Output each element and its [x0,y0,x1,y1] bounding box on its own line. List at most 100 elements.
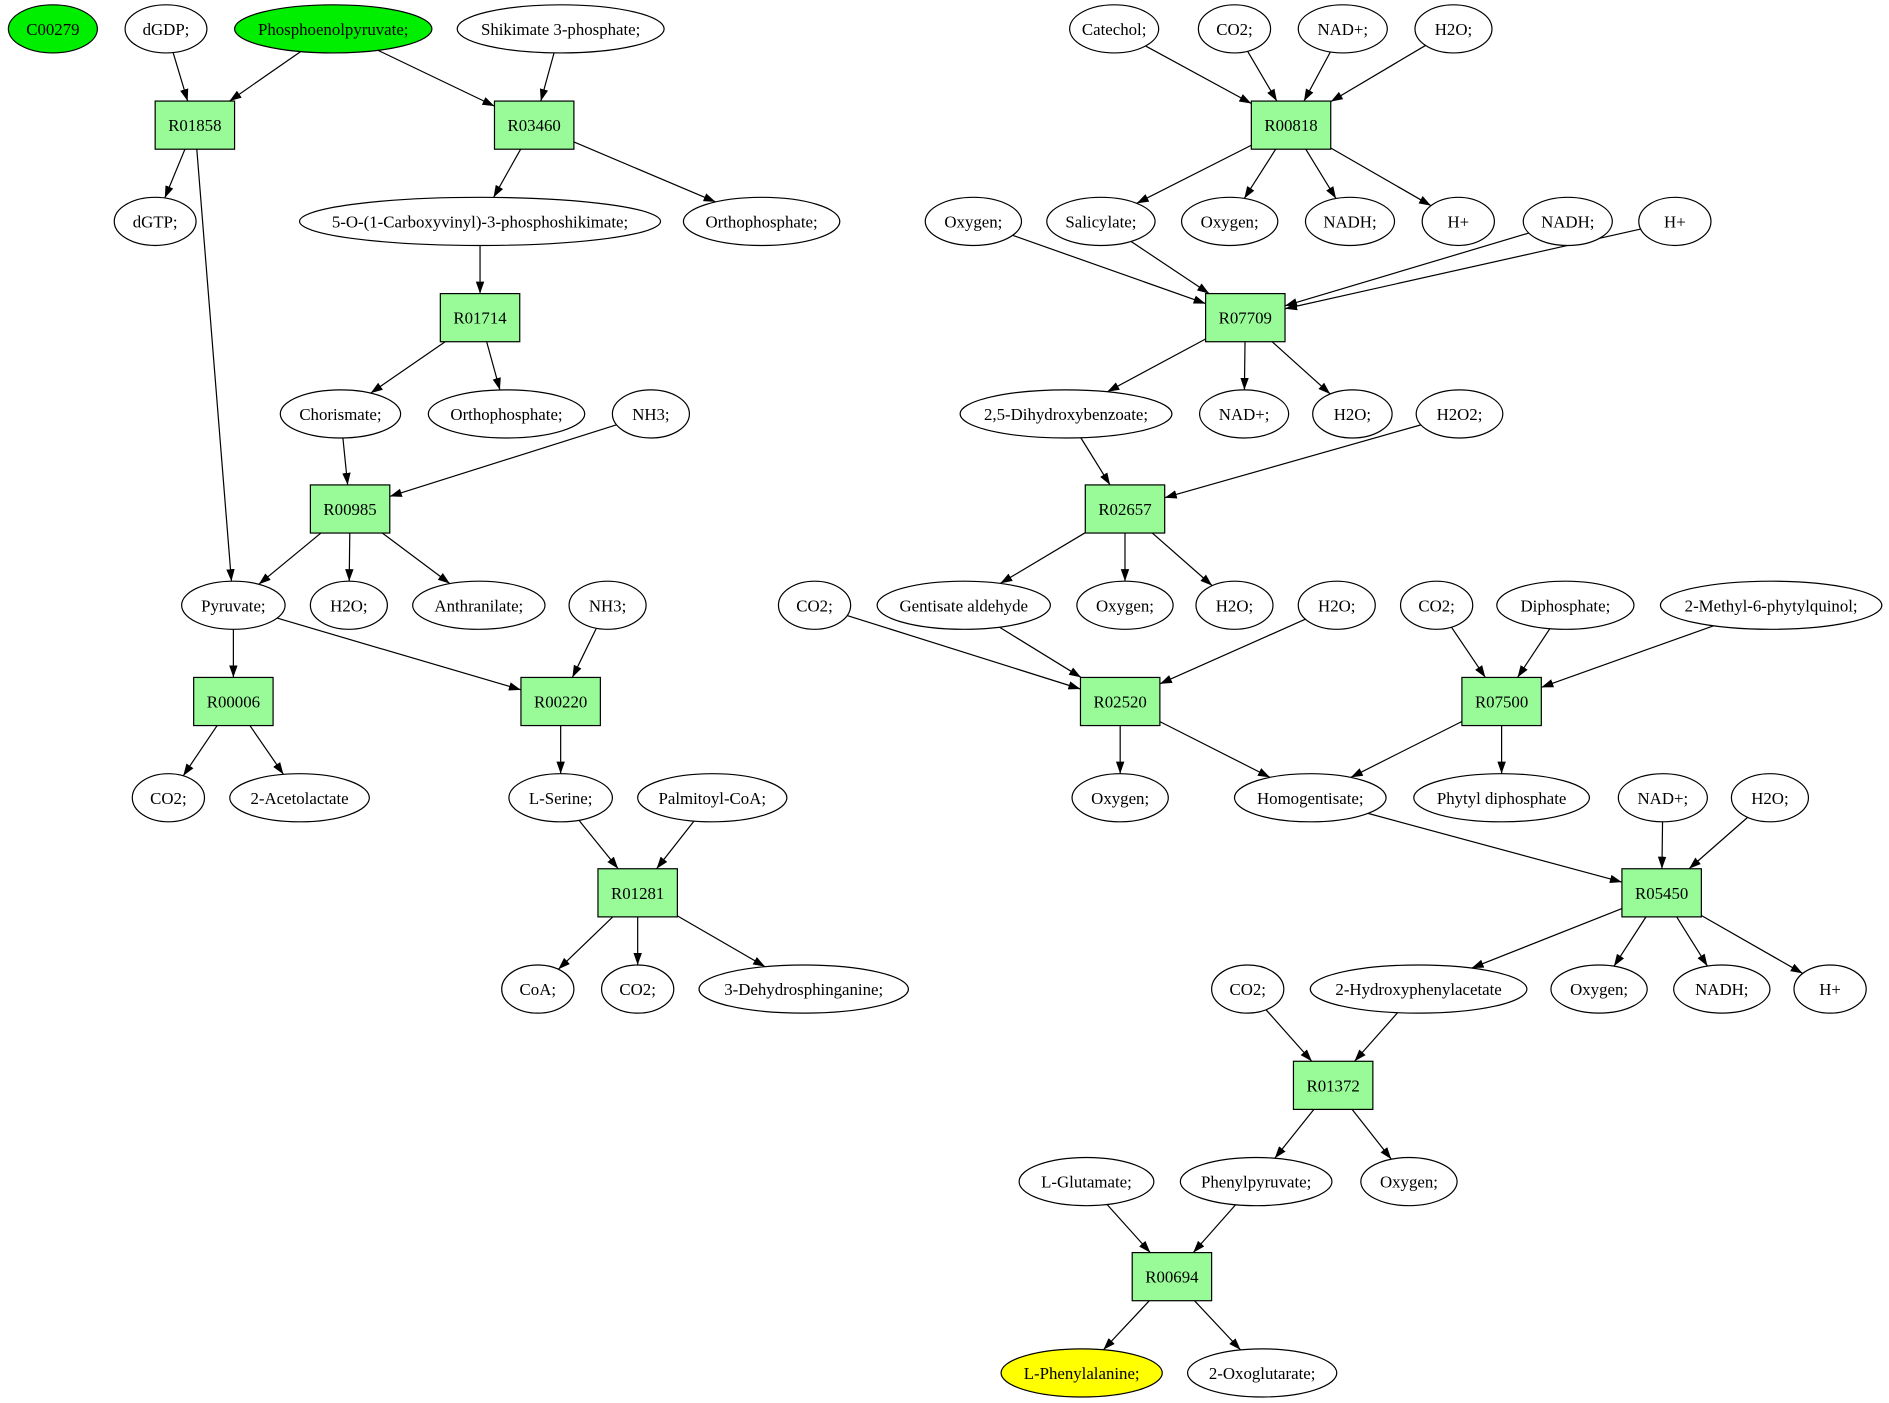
compound-ellipse [501,964,575,1014]
compound-node-h2oa[interactable]: H2O; [1414,4,1493,54]
compound-node-gent[interactable]: Gentisate aldehyde [876,580,1051,630]
reaction-node-r00006[interactable]: R00006 [193,676,274,727]
compound-node-catechol[interactable]: Catechol; [1069,4,1160,54]
edge-r01858-to-pyruvate [196,149,235,582]
compound-node-dhs[interactable]: 3-Dehydrosphinganine; [698,964,910,1014]
compound-node-homog[interactable]: Homogentisate; [1233,773,1387,823]
compound-node-nadh1[interactable]: NADH; [1304,196,1396,247]
reaction-node-r02657[interactable]: R02657 [1084,484,1166,534]
node-label: NADH; [1541,212,1594,231]
edge-r07500-to-homog [1350,720,1463,778]
compound-ellipse [1076,580,1174,630]
compound-node-nadpa[interactable]: NAD+; [1297,4,1388,54]
reaction-node-r01714[interactable]: R01714 [439,292,521,343]
edge-r00985-to-anthranilate [381,532,451,585]
edge-r00985-to-h2oc [345,533,354,582]
compound-node-cvs[interactable]: 5-O-(1-Carboxyvinyl)-3-phosphoshikimate; [298,196,662,247]
compound-node-co2f[interactable]: CO2; [1211,964,1285,1014]
compound-node-diphos[interactable]: Diphosphate; [1496,580,1635,630]
compound-node-ortho1[interactable]: Orthophosphate; [682,196,841,247]
reaction-node-r01281[interactable]: R01281 [597,868,678,918]
compound-node-pyruvate[interactable]: Pyruvate; [181,580,286,630]
compound-node-c00279[interactable]: C00279 [7,4,99,54]
compound-node-anthranilate[interactable]: Anthranilate; [412,580,546,630]
compound-node-serine[interactable]: L-Serine; [508,773,614,823]
compound-node-nadh2[interactable]: NADH; [1522,196,1613,247]
compound-node-salicylate[interactable]: Salicylate; [1046,196,1156,247]
compound-ellipse [229,773,370,823]
compound-node-h2o2[interactable]: H2O2; [1415,389,1504,439]
compound-node-co2e[interactable]: CO2; [600,964,675,1014]
node-label: 2-Methyl-6-phytylquinol; [1685,596,1858,615]
compound-node-oxog[interactable]: 2-Oxoglutarate; [1186,1348,1338,1398]
compound-node-dgtp[interactable]: dGTP; [113,196,197,247]
compound-node-mpq[interactable]: 2-Methyl-6-phytylquinol; [1659,580,1883,630]
edge-s3p-to-r03460 [539,52,555,102]
compound-node-co2b[interactable]: CO2; [777,580,852,630]
compound-node-h2oe[interactable]: H2O; [1297,580,1376,630]
compound-node-acetolactate[interactable]: 2-Acetolactate [229,773,370,823]
compound-ellipse [1000,1348,1163,1398]
compound-node-oxy6[interactable]: Oxygen; [1360,1156,1458,1207]
compound-node-phytyl[interactable]: Phytyl diphosphate [1413,773,1591,823]
node-label: NAD+; [1219,405,1270,424]
node-label: Oxygen; [1096,596,1154,615]
compound-node-palm[interactable]: Palmitoyl-CoA; [637,773,788,823]
compound-node-pep[interactable]: Phosphoenolpyruvate; [233,4,433,54]
compound-node-coa[interactable]: CoA; [501,964,575,1014]
compound-node-phe[interactable]: L-Phenylalanine; [1000,1348,1163,1398]
compound-node-oxy4[interactable]: Oxygen; [1071,773,1169,823]
edge-gent-to-r02520 [999,626,1082,678]
reaction-node-r01858[interactable]: R01858 [154,100,236,150]
compound-node-oxy1[interactable]: Oxygen; [924,196,1023,247]
compound-node-phpyr[interactable]: Phenylpyruvate; [1179,1156,1333,1207]
compound-node-nadpb[interactable]: NAD+; [1198,389,1290,439]
node-label: Phytyl diphosphate [1437,789,1566,808]
compound-node-co2a[interactable]: CO2; [1197,4,1272,54]
compound-node-hplus3[interactable]: H+ [1793,964,1867,1014]
compound-node-hpa[interactable]: 2-Hydroxyphenylacetate [1309,964,1528,1014]
compound-node-h2of[interactable]: H2O; [1730,773,1810,823]
reaction-node-r05450[interactable]: R05450 [1621,868,1702,918]
compound-node-s3p[interactable]: Shikimate 3-phosphate; [456,4,665,54]
compound-node-oxy5[interactable]: Oxygen; [1550,964,1648,1014]
compound-node-nh3a[interactable]: NH3; [611,389,691,439]
node-label: R00220 [534,693,587,712]
compound-node-hplus1[interactable]: H+ [1421,196,1495,247]
reaction-box [1084,484,1166,534]
compound-ellipse [131,773,206,823]
compound-node-co2d[interactable]: CO2; [131,773,206,823]
reaction-node-r00694[interactable]: R00694 [1131,1251,1213,1302]
reaction-node-r01372[interactable]: R01372 [1292,1060,1374,1111]
edge-phpyr-to-r00694 [1192,1204,1237,1253]
node-label: C00279 [26,20,79,39]
compound-node-glu[interactable]: L-Glutamate; [1018,1156,1155,1207]
compound-node-hplus2[interactable]: H+ [1638,196,1712,247]
compound-node-oxy2[interactable]: Oxygen; [1180,196,1279,247]
compound-node-h2ob[interactable]: H2O; [1312,389,1393,439]
compound-node-dgdp[interactable]: dGDP; [124,4,208,54]
reaction-node-r00220[interactable]: R00220 [520,676,601,727]
reaction-node-r02520[interactable]: R02520 [1079,676,1161,727]
edge-r00818-to-nadh1 [1305,148,1337,199]
compound-node-h2oc[interactable]: H2O; [309,580,388,630]
reaction-node-r03460[interactable]: R03460 [493,100,575,150]
compound-node-chorismate[interactable]: Chorismate; [279,389,402,439]
reaction-node-r00985[interactable]: R00985 [309,484,391,534]
reaction-node-r00818[interactable]: R00818 [1250,100,1332,150]
compound-node-co2c[interactable]: CO2; [1399,580,1474,630]
node-label: H2O; [1334,405,1371,424]
compound-node-nh3b[interactable]: NH3; [568,580,647,630]
compound-ellipse [1312,389,1393,439]
reaction-node-r07500[interactable]: R07500 [1461,676,1542,727]
reaction-box [193,676,274,727]
compound-node-h2od[interactable]: H2O; [1195,580,1274,630]
compound-node-oxy3[interactable]: Oxygen; [1076,580,1174,630]
compound-node-nadh3[interactable]: NADH; [1673,964,1771,1014]
compound-node-nadpc[interactable]: NAD+; [1617,773,1708,823]
node-label: Oxygen; [944,212,1002,231]
edge-r00818-to-oxy2 [1243,148,1277,199]
reaction-node-r07709[interactable]: R07709 [1205,292,1286,343]
compound-node-ortho2[interactable]: Orthophosphate; [427,389,586,439]
compound-node-dhb[interactable]: 2,5-Dihydroxybenzoate; [959,389,1173,439]
